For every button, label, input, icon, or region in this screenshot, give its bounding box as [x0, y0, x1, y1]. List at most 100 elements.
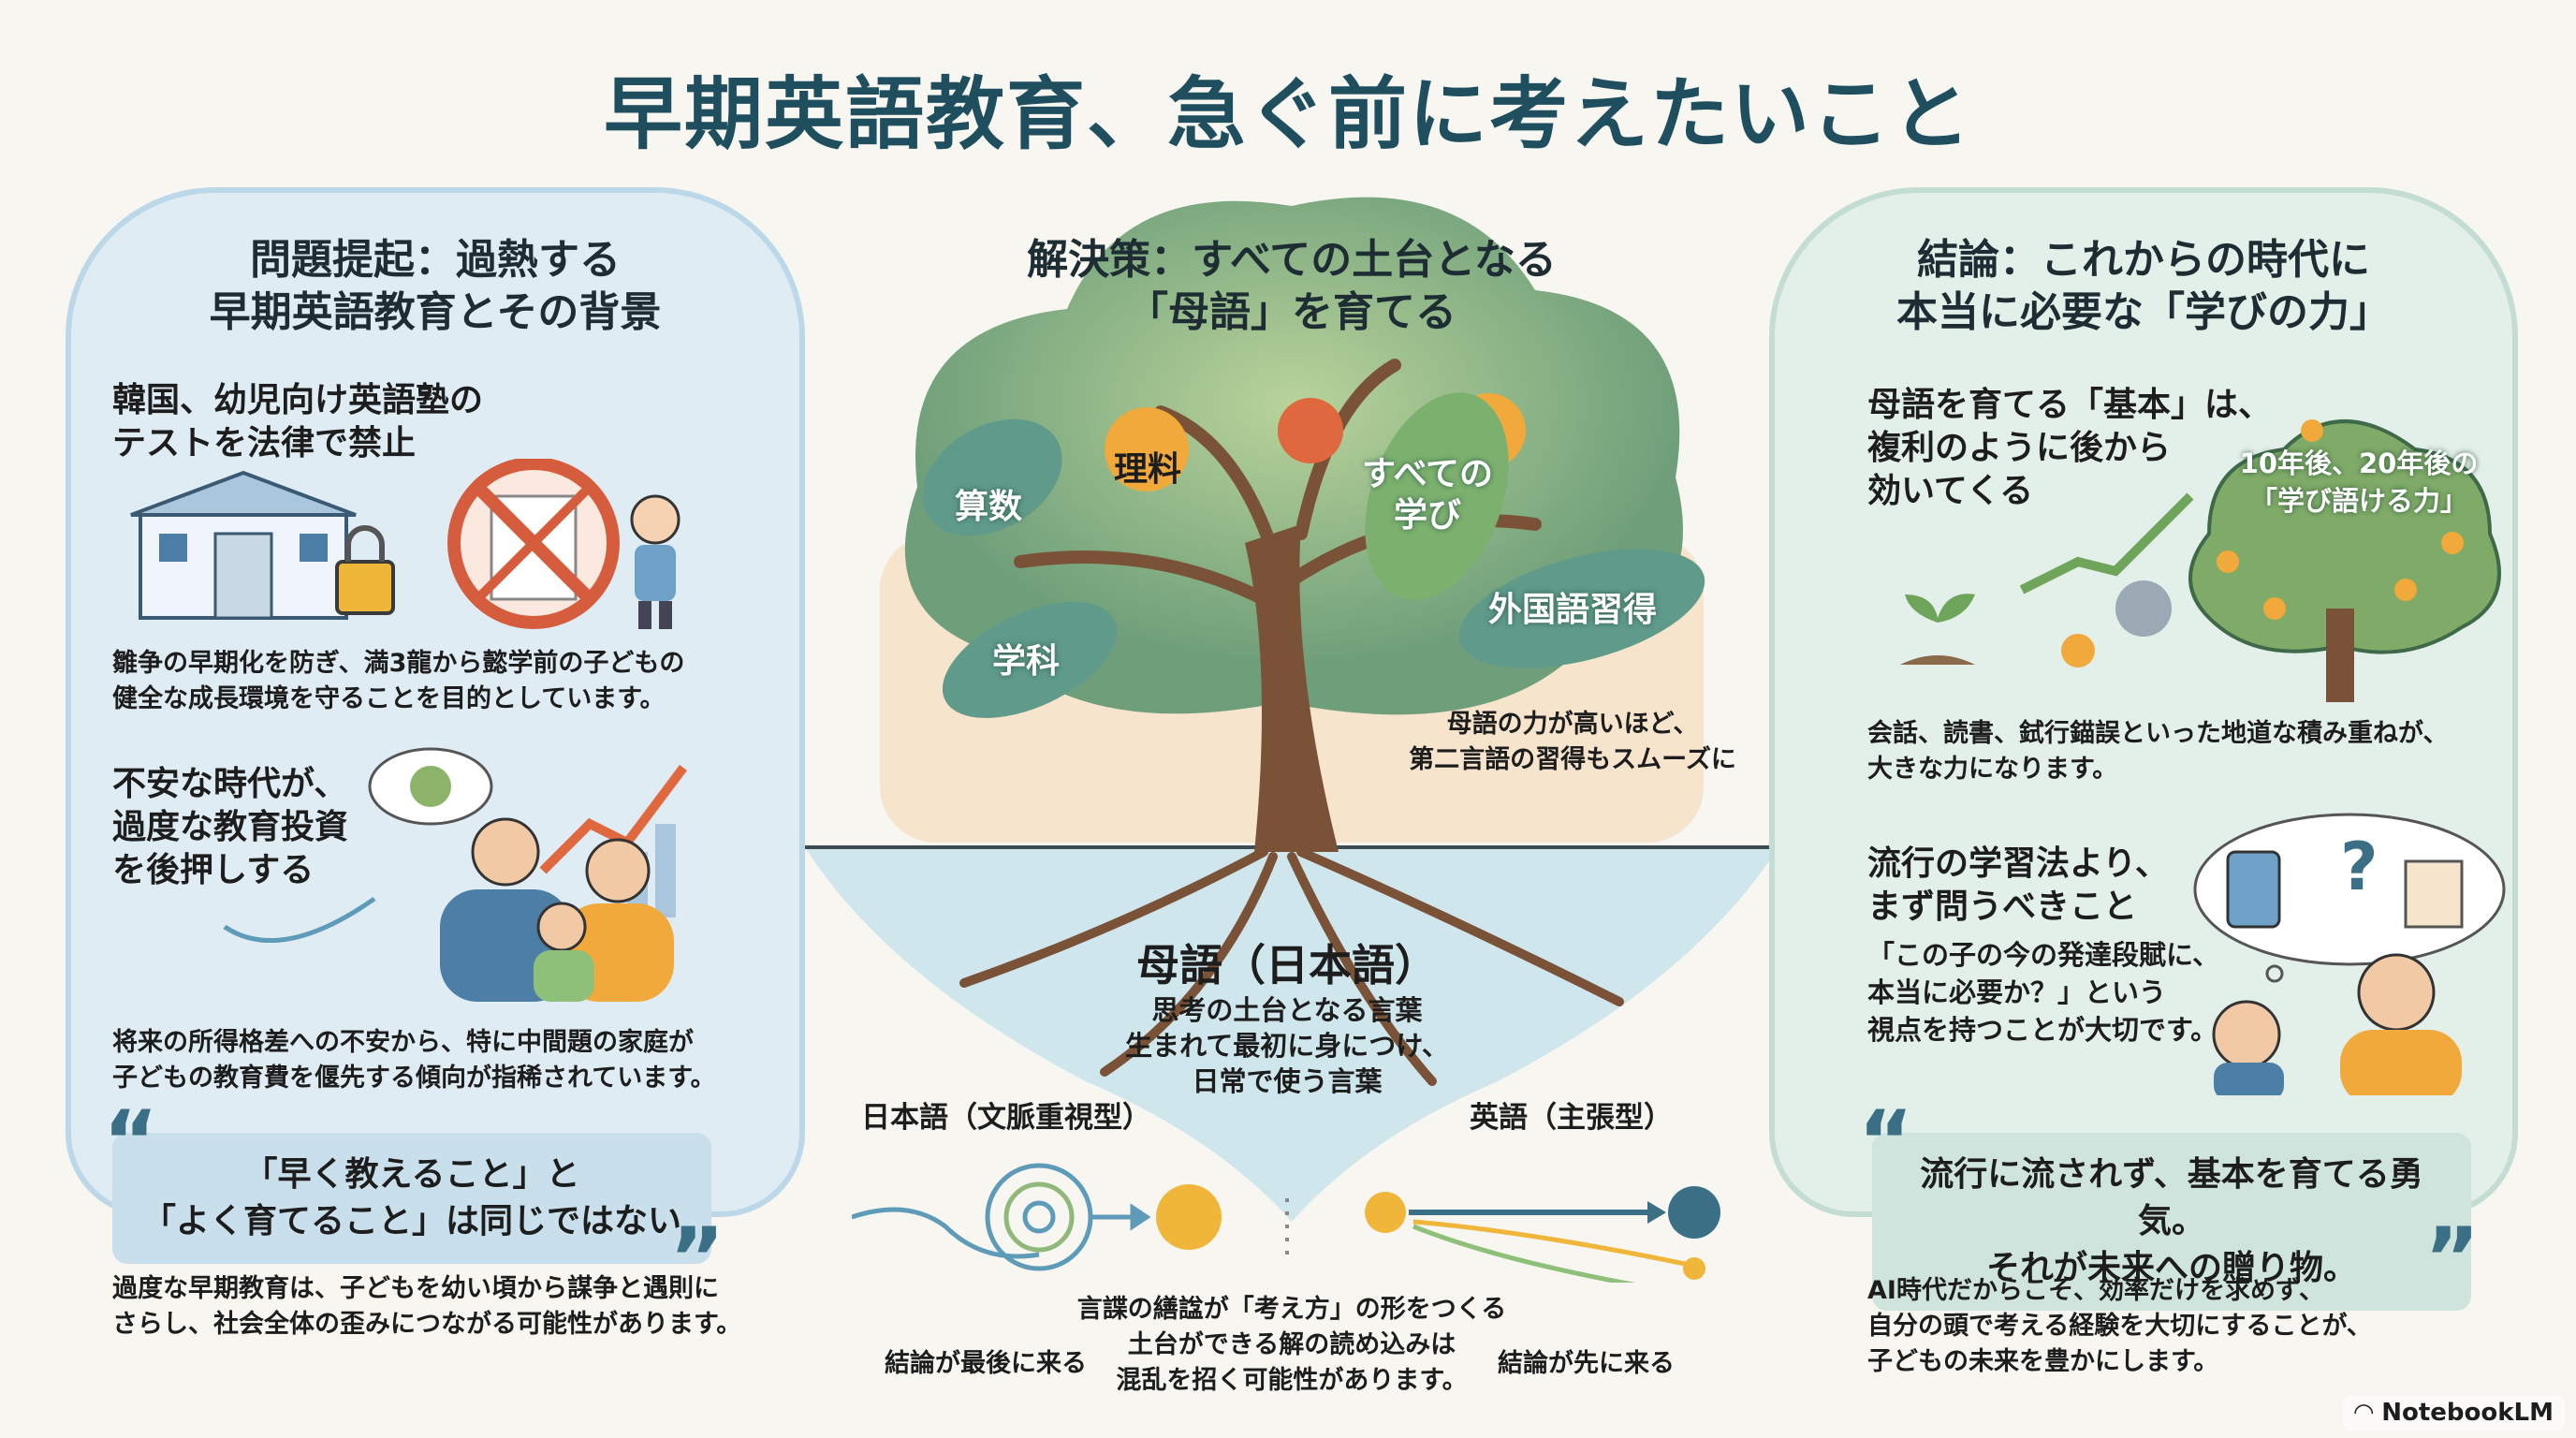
text-line: テストを法律で禁止 [112, 424, 417, 462]
left-bottom-text: 過度な早期教育は、子どもを幼い頃から謀争と遇則に さらし、社会全体の歪みにつなが… [112, 1271, 741, 1343]
tree-trunk [1245, 524, 1339, 852]
text-line: 健全な成長環境を守ることを目的としています。 [112, 684, 666, 713]
text-line: 過度な教育投資 [112, 808, 349, 846]
close-quote-icon: ” [2424, 1210, 2481, 1308]
tree-illustration [805, 197, 1778, 1222]
growth-arrow-icon [539, 765, 687, 874]
child-icon [2212, 1000, 2281, 1069]
text-line: 効いてくる [1867, 472, 2034, 510]
text-line: 流行の学習法より、 [1867, 844, 2169, 883]
brand-name: NotebookLM [2381, 1399, 2554, 1427]
english-style-caption: 結論が先に来る [1498, 1349, 1675, 1378]
heading-line: 本当に必要な「学びの力」 [1896, 288, 2391, 336]
notebooklm-logo-icon: ◠ [2354, 1399, 2382, 1427]
father-icon [471, 817, 540, 887]
korea-ban-title: 韓国、幼児向け英語塾の テストを法律で禁止 [112, 379, 483, 465]
text-line: 複利のように後から [1867, 429, 2172, 467]
text-line: 10年後、20年後の [2239, 448, 2479, 479]
text-line: 母語の力が高いほど、 [1446, 710, 1699, 739]
leaf-foreign-language [1458, 549, 1705, 668]
mother-icon [2357, 953, 2436, 1032]
heading-line: 問題提起：過熱する [250, 236, 621, 284]
text-line: さらし、社会全体の歪みにつながる可能性があります。 [112, 1310, 742, 1339]
heading-line: 解決策：すべての土台となる [1027, 236, 1557, 284]
tablet-icon [2226, 850, 2281, 929]
notebooklm-badge: ◠ NotebookLM [2343, 1395, 2565, 1431]
leaf-label-subjects: 学科 [992, 642, 1061, 681]
tree-caption: 母語の力が高いほど、 第二言語の習得もスムーズに [1404, 707, 1741, 778]
heading-line: 早期英語教育とその背景 [209, 288, 662, 336]
problem-panel [66, 187, 805, 1217]
text-line: 過度な早期教育は、子どもを幼い頃から謀争と遇則に [112, 1274, 719, 1303]
quote-line: 流行に流されず、基本を育てる勇気。 [1920, 1155, 2423, 1240]
solution-heading: 解決策：すべての土台となる 「母語」を育てる [936, 234, 1647, 339]
text-line: 視点を持つことが大切です。 [1867, 1014, 2218, 1046]
text-line: を後押しする [112, 851, 315, 889]
quote-line: それが未来への贈り物。 [1985, 1249, 2357, 1287]
text-line: 混乱を招く可能性があります。 [1116, 1366, 1468, 1395]
leaf-label-math: 算数 [955, 488, 1023, 526]
mother-tongue-title: 母語（日本語） [1136, 940, 1438, 990]
logic-structure-diagram [852, 1163, 1720, 1283]
question-text: 「この子の今の発達段賦に、 本当に必要か？」という 視点を持つことが大切です。 [1867, 936, 2219, 1049]
text-line: 韓国、幼児向け英語塾の [112, 381, 484, 419]
mother-icon [585, 838, 651, 903]
japanese-style-label: 日本語（文脈重視型） [861, 1101, 1151, 1135]
text-line: 思考の土台となる言葉 [1151, 994, 1423, 1026]
text-line: 本当に必要か？」という [1867, 976, 2167, 1008]
family-investment-illustration [223, 747, 687, 1002]
text-line: 不安な時代が、 [112, 765, 348, 803]
text-line: 将来の所得格差への不安から、特に中間題の家庭が [112, 1028, 694, 1057]
leaf-subjects [942, 602, 1118, 718]
text-line: AI時代だからこそ、効率だけを求めず、 [1867, 1276, 2325, 1305]
text-line: 土台ができる解の読め込みは [1127, 1330, 1456, 1359]
child-icon [536, 902, 587, 952]
text-line: 大きな力になります。 [1867, 755, 2118, 784]
heading-line: 結論：これからの時代に [1917, 236, 2370, 284]
text-line: 自分の頭で考える経験を大切にすることが、 [1867, 1312, 2372, 1341]
conclusion-heading: 結論：これからの時代に 本当に必要な「学びの力」 [1788, 234, 2499, 339]
close-quote-icon: ” [669, 1210, 725, 1308]
compound-basics-text: 会話、読書、鉽行錨誤といった地道な積み重ねが、 大きな力になります。 [1867, 716, 2448, 787]
gear-icon-small [2061, 634, 2095, 668]
problem-heading: 問題提起：過熱する 早期英語教育とその背景 [84, 234, 786, 339]
text-line: 「学び語ける力」 [2249, 485, 2467, 517]
text-line: 「この子の今の発達段賦に、 [1867, 939, 2220, 971]
book-icon [2404, 859, 2464, 929]
government-ban-illustration [130, 459, 681, 629]
japanese-style-caption: 結論が最後に来る [885, 1349, 1087, 1378]
sprout-icon [1905, 594, 1975, 660]
arrow-icon [223, 896, 376, 944]
tree-future-label: 10年後、20年後の 「学び語ける力」 [2218, 445, 2499, 520]
conclusion-dot-late [1156, 1184, 1222, 1250]
quote-line: 「早く教えること」と [243, 1155, 580, 1194]
anxiety-title: 不安な時代が、 過度な教育投資 を後押しする [112, 763, 348, 892]
heading-line: 「母語」を育てる [1127, 288, 1456, 336]
leaf-math [922, 418, 1062, 536]
text-line: 会話、読書、鉽行錨誤といった地道な積み重ねが、 [1867, 719, 2449, 748]
right-quote-box: 流行に流されず、基本を育てる勇気。 それが未来への贈り物。 [1872, 1133, 2471, 1311]
growth-tree-illustration [1900, 419, 2501, 702]
fruit-science [1105, 407, 1189, 492]
apple-icon [1278, 398, 1343, 463]
leaf-label-all-learning: すべての 学び [1361, 455, 1494, 535]
growth-arrow-icon [2019, 492, 2194, 594]
leaf-all-learning [1365, 392, 1509, 600]
gear-icon [2115, 580, 2172, 637]
question-title: 流行の学習法より、 まず問うべきこと [1867, 843, 2169, 929]
parent-thinking-illustration: ? [2193, 813, 2506, 1095]
right-bottom-text: AI時代だからこそ、効率だけを求めず、 自分の頭で考える経験を大切にすることが、… [1867, 1273, 2372, 1380]
page-title: 早期英語教育、急ぐ前に考えたいこと [603, 68, 1972, 160]
text-line: まず問うべきこと [1867, 888, 2138, 926]
building-icon [130, 470, 357, 620]
text-line: 第二言語の習得もスムーズに [1409, 745, 1736, 774]
leaf-label-foreign-language: 外国語習得 [1488, 591, 1658, 629]
center-bottom-text: 言諜の繕諡が「考え方」の形をつくる 土台ができる解の読め込みは 混乱を招く可能性… [1076, 1292, 1507, 1399]
text-line: 母語を育てる「基本」は、 [1867, 386, 2273, 424]
open-quote-icon: “ [1858, 1093, 1914, 1191]
text-line: 日常で使う言葉 [1192, 1065, 1383, 1097]
spiral-icon [852, 1163, 1151, 1271]
text-line: 言諜の繕諡が「考え方」の形をつくる [1076, 1295, 1507, 1324]
korea-ban-text: 雛争の早期化を防ぎ、満3龍から懿学前の子どもの 健全な成長環境を守ることを目的と… [112, 646, 684, 717]
leaf-label-science: 理料 [1114, 450, 1182, 489]
